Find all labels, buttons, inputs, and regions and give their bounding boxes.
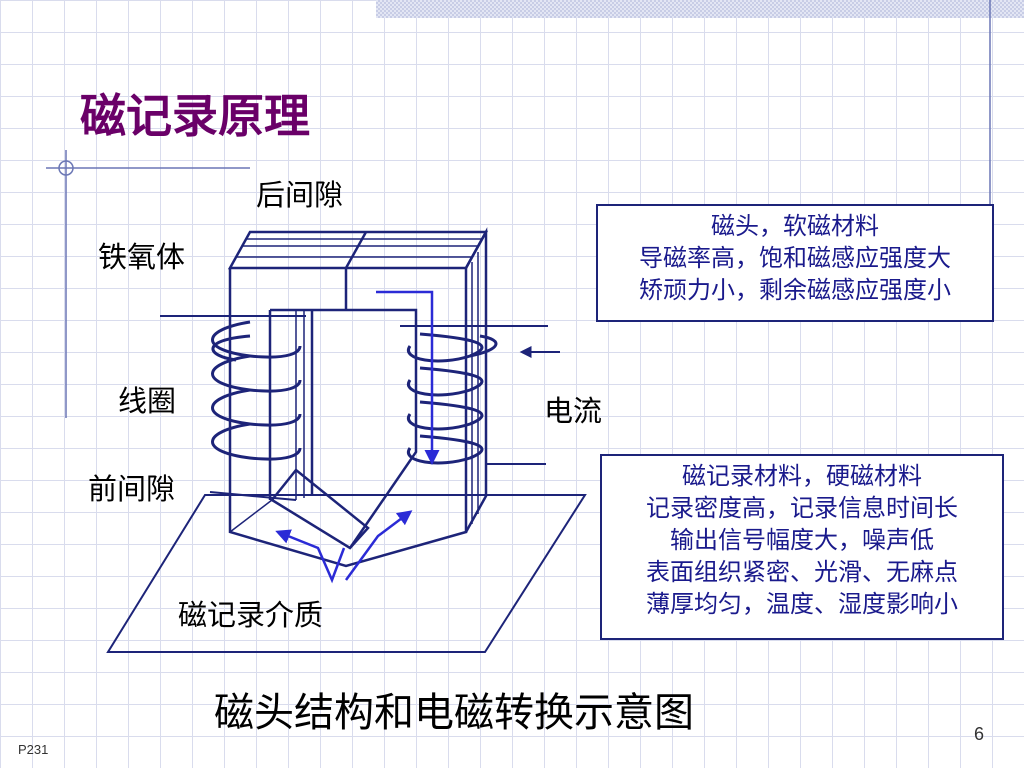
label-back-gap: 后间隙 [256, 178, 344, 212]
flux-arrow-right [344, 510, 413, 581]
header-pattern-band [376, 0, 1024, 18]
medium-note-line: 磁记录材料，硬磁材料 [682, 462, 922, 490]
medium-note-line: 表面组织紧密、光滑、无麻点 [646, 558, 958, 586]
label-coil: 线圈 [118, 384, 177, 418]
right-coil [400, 325, 548, 465]
head-note-line: 磁头，软磁材料 [711, 212, 879, 240]
recording-medium-plane [106, 494, 587, 653]
head-material-note: 磁头，软磁材料 导磁率高，饱和磁感应强度大 矫顽力小，剩余磁感应强度小 [596, 204, 994, 322]
flux-arrow-down [376, 290, 440, 465]
flux-arrow-left [275, 529, 346, 584]
flux-arrows [275, 290, 440, 584]
medium-material-note: 磁记录材料，硬磁材料 记录密度高，记录信息时间长 输出信号幅度大，噪声低 表面组… [600, 454, 1004, 640]
medium-note-line: 薄厚均匀，温度、湿度影响小 [646, 590, 958, 618]
page-reference: P231 [18, 742, 49, 757]
label-current: 电流 [544, 394, 603, 428]
label-front-gap: 前间隙 [88, 472, 176, 506]
medium-note-line: 输出信号幅度大，噪声低 [670, 526, 934, 554]
label-recording-medium: 磁记录介质 [178, 598, 324, 632]
head-note-line: 导磁率高，饱和磁感应强度大 [639, 244, 951, 272]
label-ferrite: 铁氧体 [98, 240, 186, 274]
medium-note-line: 记录密度高，记录信息时间长 [646, 494, 958, 522]
slide-number: 6 [974, 724, 985, 744]
head-note-line: 矫顽力小，剩余磁感应强度小 [639, 276, 951, 304]
slide-title: 磁记录原理 [80, 89, 310, 143]
left-coil [160, 315, 306, 501]
diagram-caption: 磁头结构和电磁转换示意图 [214, 690, 694, 736]
head-core [227, 227, 489, 568]
